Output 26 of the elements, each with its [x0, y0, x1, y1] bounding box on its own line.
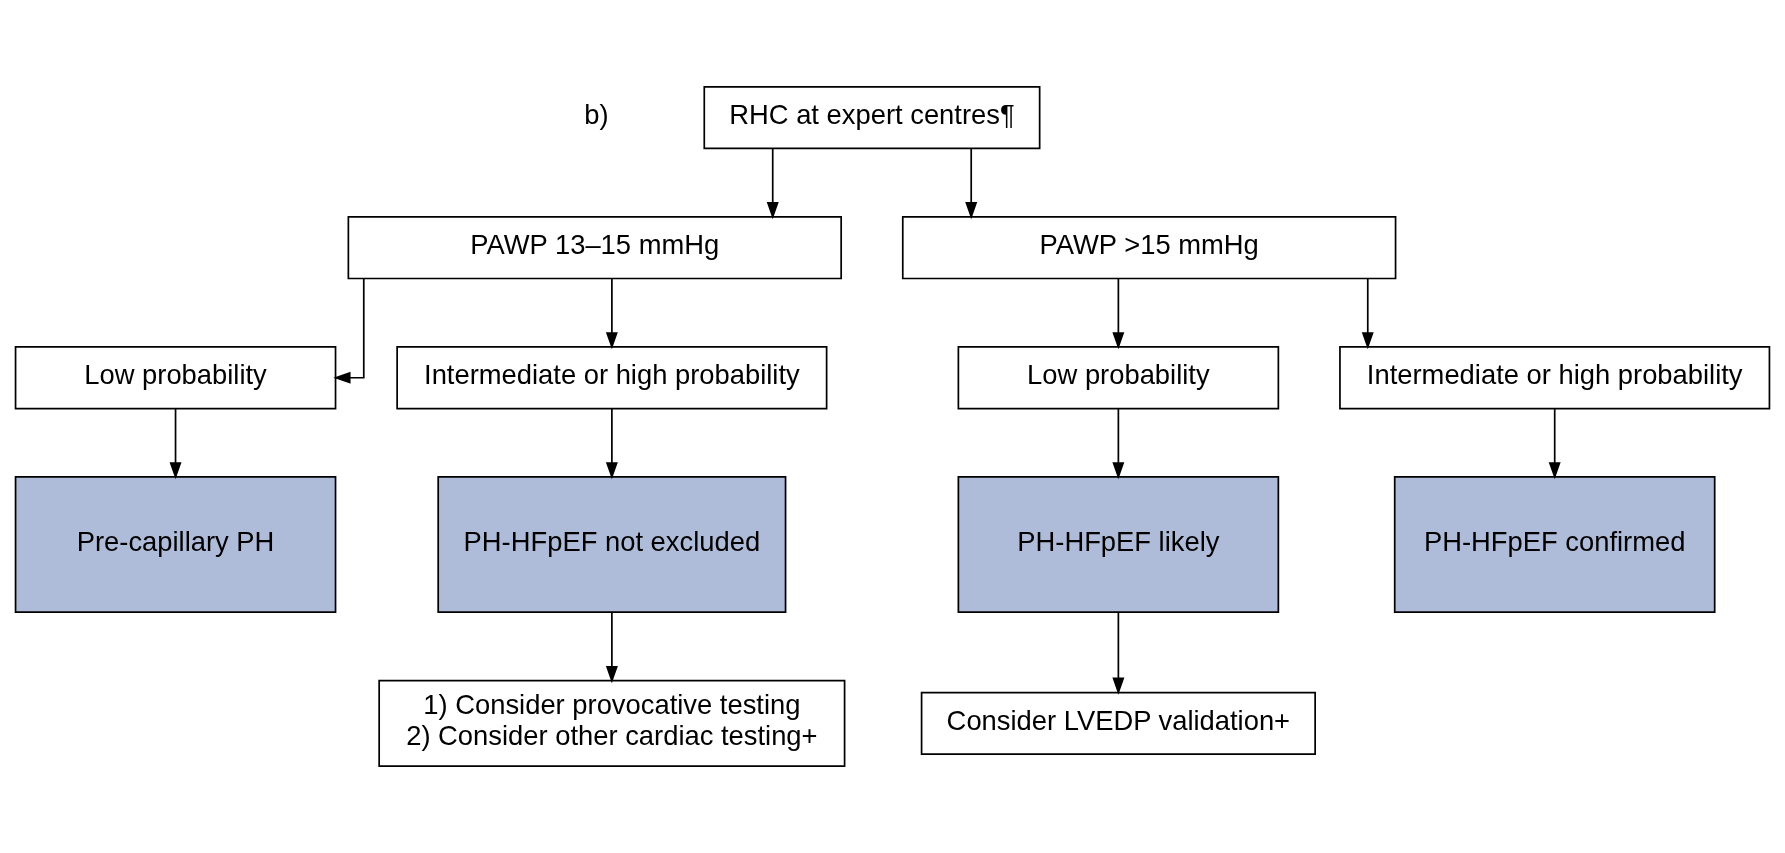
- node-box: Intermediate or high probability: [1339, 346, 1771, 410]
- arrow: [605, 408, 618, 480]
- node-box: PAWP >15 mmHg: [901, 216, 1397, 280]
- arrow: [169, 408, 182, 480]
- node-box: Pre-capillary PH: [14, 476, 337, 613]
- node-box: RHC at expert centres¶: [703, 86, 1041, 150]
- node-box: Low probability: [14, 346, 337, 410]
- arrow: [1112, 408, 1125, 480]
- arrow: [333, 277, 365, 384]
- node-box: PH-HFpEF confirmed: [1393, 476, 1716, 613]
- arrow: [1112, 277, 1125, 350]
- node-box: PH-HFpEF likely: [957, 476, 1280, 613]
- node-box: 1) Consider provocative testing 2) Consider other cardiac testing+: [378, 679, 846, 767]
- node-box: Consider LVEDP validation+: [920, 691, 1316, 756]
- arrow: [605, 611, 618, 684]
- arrow: [1361, 277, 1374, 350]
- label: b): [584, 99, 609, 131]
- node-box: Low probability: [957, 346, 1280, 410]
- arrow: [965, 147, 978, 220]
- node-box: PAWP 13–15 mmHg: [347, 216, 843, 280]
- arrow: [1548, 408, 1561, 480]
- arrow: [1112, 611, 1125, 695]
- arrow: [766, 147, 779, 220]
- arrow: [605, 277, 618, 350]
- node-box: Intermediate or high probability: [396, 346, 828, 410]
- node-box: PH-HFpEF not excluded: [437, 476, 787, 613]
